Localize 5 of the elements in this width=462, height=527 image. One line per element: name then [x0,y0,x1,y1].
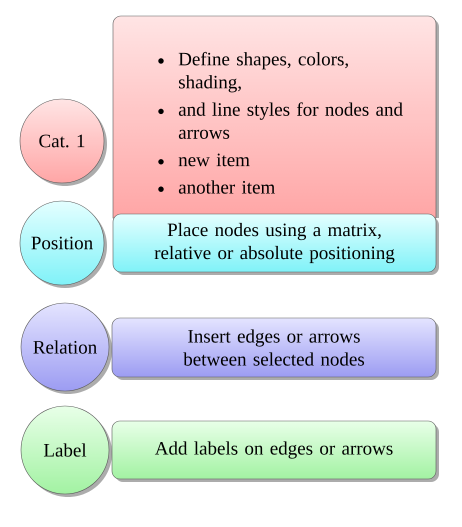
list-item: new item [178,154,250,166]
list-item: another item [178,180,275,194]
description-box: Insert edges or arrows between selected nodes [112,318,439,380]
description-box: Place nodes using a matrix, relative or absolute positioning [112,214,439,275]
description-box: Add labels on edges or arrows [112,420,439,482]
